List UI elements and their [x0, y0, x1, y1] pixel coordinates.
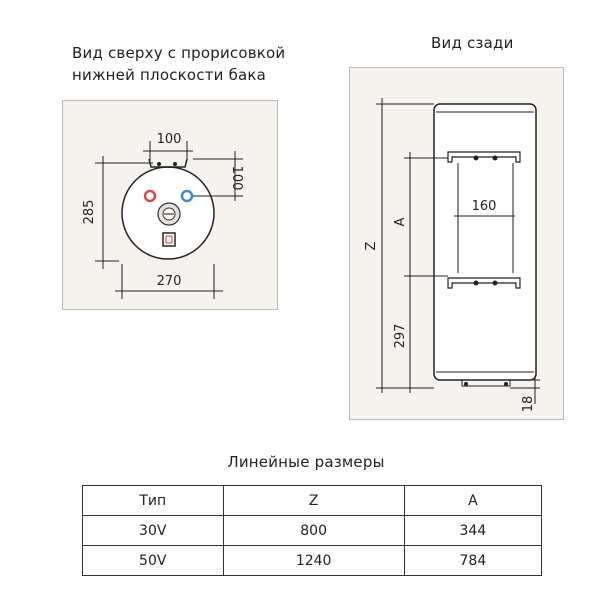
hot-water-pipe	[143, 189, 157, 203]
bracket-hole-right	[173, 162, 177, 166]
mounting-bracket	[148, 158, 188, 168]
table-row: 30V 800 344	[82, 515, 543, 546]
table-header-z: Z	[222, 485, 405, 516]
back-view-drawing: 160 Z A 297 18	[364, 98, 540, 413]
table-cell-a: 784	[403, 545, 543, 576]
dim-label-pipe-spacing: 100	[157, 132, 182, 147]
dim-label-height: 285	[82, 200, 97, 225]
top-view-caption-line1: Вид сверху с прорисовкой	[72, 44, 286, 62]
bottom-fittings	[461, 379, 511, 387]
outlet-right	[504, 382, 508, 386]
table-row: 50V 1240 784	[82, 545, 543, 576]
table-header-a: A	[403, 485, 543, 516]
upper-bracket-hole-right	[492, 155, 498, 161]
control-block-inner	[165, 235, 173, 244]
table-cell-z: 800	[222, 515, 405, 546]
dim-label-width: 270	[157, 274, 182, 289]
upper-bracket-hole-left	[473, 155, 479, 161]
top-view-caption-line2: нижней плоскости бака	[72, 66, 267, 84]
lower-bracket-hole-right	[492, 280, 498, 286]
dim-label-a: A	[393, 217, 408, 226]
table-cell-z: 1240	[222, 545, 405, 576]
dim-label-outlet: 18	[521, 396, 536, 413]
dim-label-bottom: 297	[393, 324, 408, 349]
upper-mounting-bracket	[447, 151, 521, 163]
bracket-hole-left	[157, 162, 161, 166]
table-header-row: Тип Z A	[82, 485, 543, 516]
top-view-panel: 100 100 285 270	[62, 100, 278, 310]
outlet-left	[464, 382, 468, 386]
tank-body	[433, 103, 537, 381]
top-view-caption: Вид сверху с прорисовкой нижней плоскост…	[72, 42, 285, 86]
table-cell-a: 344	[403, 515, 543, 546]
dim-label-z: Z	[364, 241, 379, 250]
table-header-type: Тип	[82, 485, 224, 516]
back-view-panel: 160 Z A 297 18	[349, 67, 564, 420]
dim-label-pipe-offset: 100	[229, 166, 244, 191]
lower-mounting-bracket	[447, 277, 521, 289]
dim-label-bracket-spacing: 160	[472, 199, 497, 214]
back-view-caption: Вид сзади	[431, 34, 514, 52]
control-block	[162, 232, 176, 247]
table-cell-type: 30V	[82, 515, 224, 546]
top-view-drawing: 100 100 285 270	[82, 132, 244, 299]
lower-bracket-hole-left	[473, 280, 479, 286]
table-title: Линейные размеры	[227, 453, 385, 471]
table-cell-type: 50V	[82, 545, 224, 576]
cold-water-pipe	[180, 189, 194, 203]
dimensions-table: Тип Z A 30V 800 344 50V 1240 784	[82, 485, 543, 576]
